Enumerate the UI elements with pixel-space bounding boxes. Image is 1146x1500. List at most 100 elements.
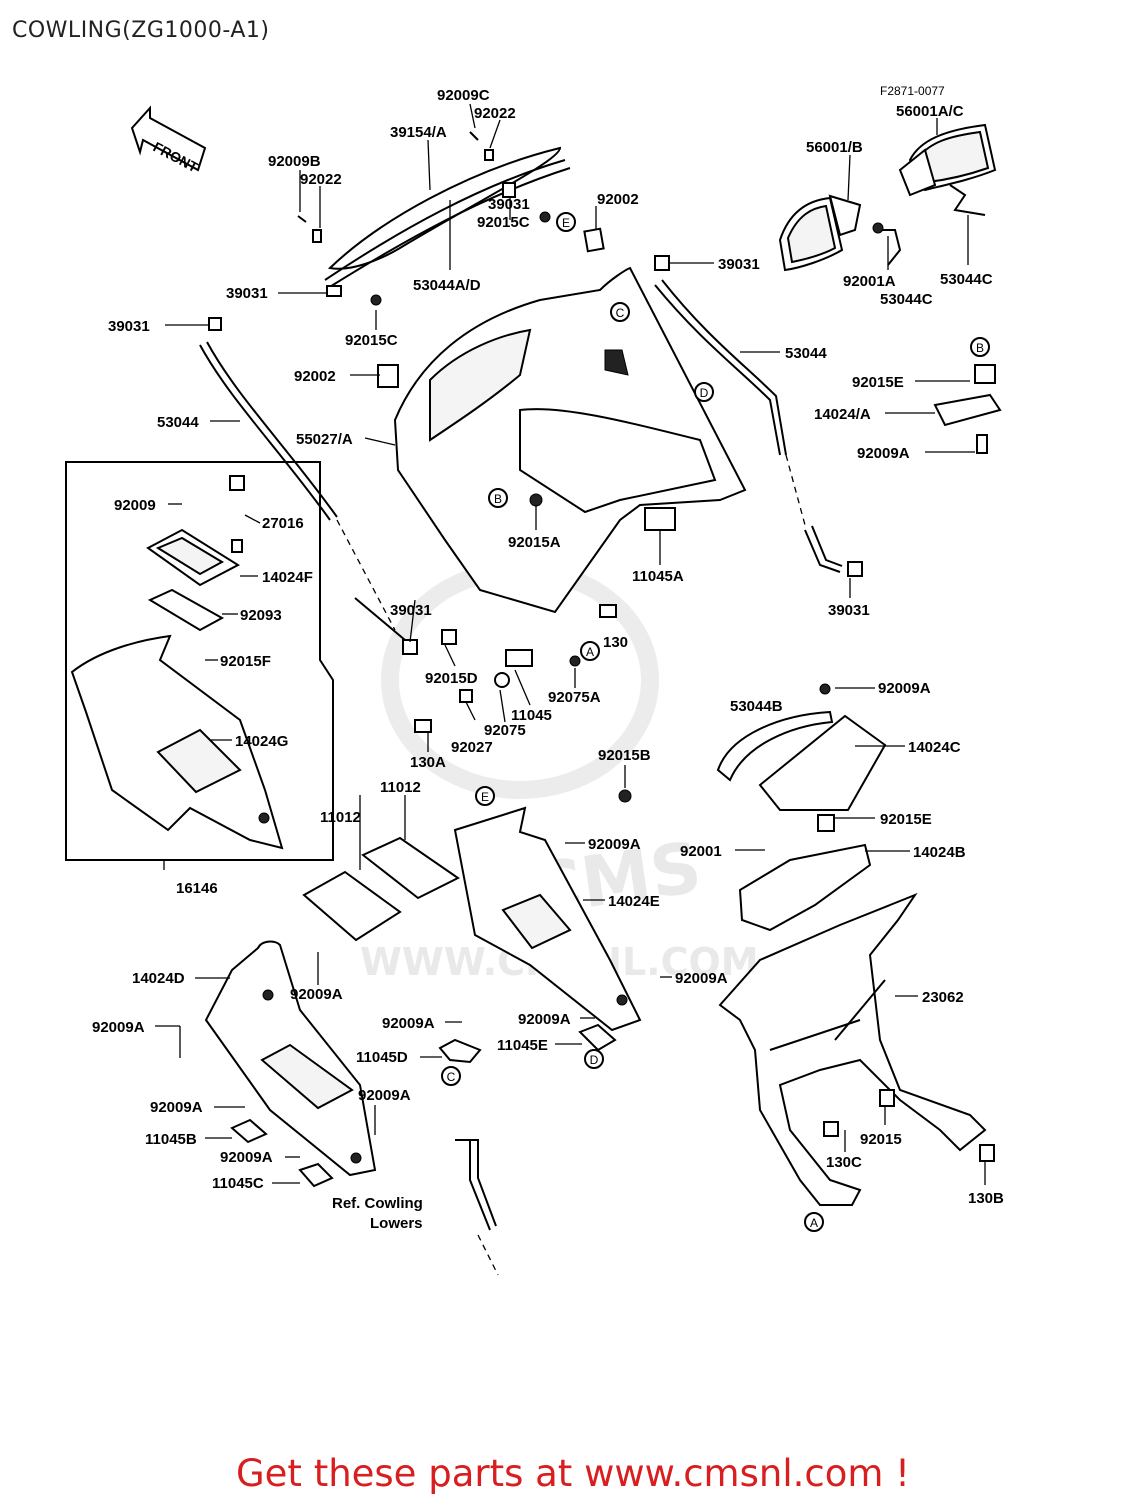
front-arrow-icon: FRONT [130, 105, 207, 175]
part-11045b: 11045B [145, 1131, 197, 1148]
part-92015c: 92015C [477, 214, 530, 231]
footer-promo-text[interactable]: Get these parts at www.cmsnl.com ! [235, 1452, 910, 1495]
part-92015: 92015 [860, 1131, 902, 1148]
part-92093: 92093 [240, 607, 282, 624]
left-trim-strip [199, 341, 418, 655]
svg-text:B: B [976, 341, 984, 355]
part-92009a-e: 92009A [92, 1019, 145, 1036]
callout-a-marker-2: A [804, 1212, 824, 1232]
part-53044b: 53044B [730, 698, 783, 715]
part-130b: 130B [968, 1190, 1004, 1207]
part-56001ac: 56001A/C [896, 103, 964, 120]
part-39031: 39031 [488, 196, 530, 213]
part-92009c: 92009C [437, 87, 490, 104]
part-92075a: 92075A [548, 689, 601, 706]
part-92009a: 92009A [857, 445, 910, 462]
parts-diagram: CMS WWW.CMSNL.COM FRONT F2871-0077 [65, 84, 1004, 1276]
part-92015f: 92015F [220, 653, 271, 670]
part-92009a-b: 92009A [878, 680, 931, 697]
part-14024c: 14024C [908, 739, 961, 756]
part-130: 130 [603, 634, 628, 651]
part-53044: 53044 [157, 414, 199, 431]
part-92001a: 92001A [843, 273, 896, 290]
part-92022: 92022 [474, 105, 516, 122]
svg-text:D: D [590, 1053, 599, 1067]
svg-text:D: D [700, 386, 709, 400]
part-92015e: 92015E [852, 374, 904, 391]
part-92009a-g: 92009A [518, 1011, 571, 1028]
part-11012-b: 11012 [380, 779, 421, 796]
part-53044ad: 53044A/D [413, 277, 481, 294]
inner-cowling [377, 227, 747, 614]
part-16146: 16146 [176, 880, 218, 897]
left-box-group-16146 [65, 461, 334, 861]
callout-a-marker: A [580, 641, 600, 661]
part-39031-c: 39031 [718, 256, 760, 273]
frame-23062 [718, 843, 995, 1206]
leader-lines [155, 103, 986, 1185]
callout-b-marker: B [488, 488, 508, 508]
part-92009: 92009 [114, 497, 156, 514]
part-92015a: 92015A [508, 534, 561, 551]
part-11045c: 11045C [212, 1175, 264, 1192]
part-11045e: 11045E [497, 1037, 548, 1054]
part-92002-b: 92002 [294, 368, 336, 385]
part-53044c: 53044C [880, 291, 933, 308]
part-92015d: 92015D [425, 670, 478, 687]
diagram-code: F2871-0077 [880, 84, 945, 98]
part-11045d: 11045D [356, 1049, 408, 1066]
part-11045: 11045 [511, 707, 552, 724]
callout-e-marker: E [556, 212, 576, 232]
bracket-14024a [933, 364, 1002, 454]
svg-text:B: B [494, 492, 502, 506]
part-130a: 130A [410, 754, 446, 771]
part-92022-b: 92022 [300, 171, 342, 188]
part-130c: 130C [826, 1154, 862, 1171]
part-39154a: 39154/A [390, 124, 447, 141]
part-14024b: 14024B [913, 844, 966, 861]
part-92001: 92001 [680, 843, 722, 860]
callout-e-marker-2: E [475, 786, 495, 806]
callout-d-marker: D [694, 382, 714, 402]
part-14024f: 14024F [262, 569, 313, 586]
part-92015b: 92015B [598, 747, 651, 764]
part-39031-b: 39031 [226, 285, 268, 302]
part-39031-d: 39031 [108, 318, 150, 335]
svg-text:E: E [481, 790, 489, 804]
part-92015c-b: 92015C [345, 332, 398, 349]
part-92009a-k: 92009A [220, 1149, 273, 1166]
small-clips [230, 604, 617, 1276]
part-92002: 92002 [597, 191, 639, 208]
ref-label-line2: Lowers [370, 1215, 423, 1232]
svg-text:E: E [562, 216, 570, 230]
svg-text:C: C [447, 1070, 456, 1084]
svg-text:C: C [616, 306, 625, 320]
part-labels: 92009C 92022 39154/A 92009B 92022 39031 … [92, 87, 1004, 1232]
mirror-assembly [778, 123, 997, 272]
part-14024a: 14024/A [814, 406, 871, 423]
part-56001b: 56001/B [806, 139, 863, 156]
part-92015e-b: 92015E [880, 811, 932, 828]
part-53044c-b: 53044C [940, 271, 993, 288]
callout-d-marker-2: D [584, 1049, 604, 1069]
center-cover-14024e [453, 789, 642, 1032]
ref-label-line1: Ref. Cowling [332, 1195, 423, 1212]
part-11045a: 11045A [632, 568, 684, 585]
part-92009a-i: 92009A [150, 1099, 203, 1116]
part-39031-f: 39031 [828, 602, 870, 619]
part-55027a: 55027/A [296, 431, 353, 448]
part-23062: 23062 [922, 989, 964, 1006]
windshield-assembly [208, 131, 571, 331]
part-27016: 27016 [262, 515, 304, 532]
part-11012: 11012 [320, 809, 361, 826]
part-92009a-c: 92009A [588, 836, 641, 853]
part-92009b: 92009B [268, 153, 321, 170]
callout-c-marker: C [610, 302, 630, 322]
part-92009a-d: 92009A [290, 986, 343, 1003]
page-title: COWLING(ZG1000-A1) [12, 18, 270, 43]
part-92027: 92027 [451, 739, 493, 756]
meter-panels [302, 836, 460, 942]
right-trim-strip [654, 255, 863, 577]
part-53044-b: 53044 [785, 345, 827, 362]
part-92009a-j: 92009A [358, 1087, 411, 1104]
